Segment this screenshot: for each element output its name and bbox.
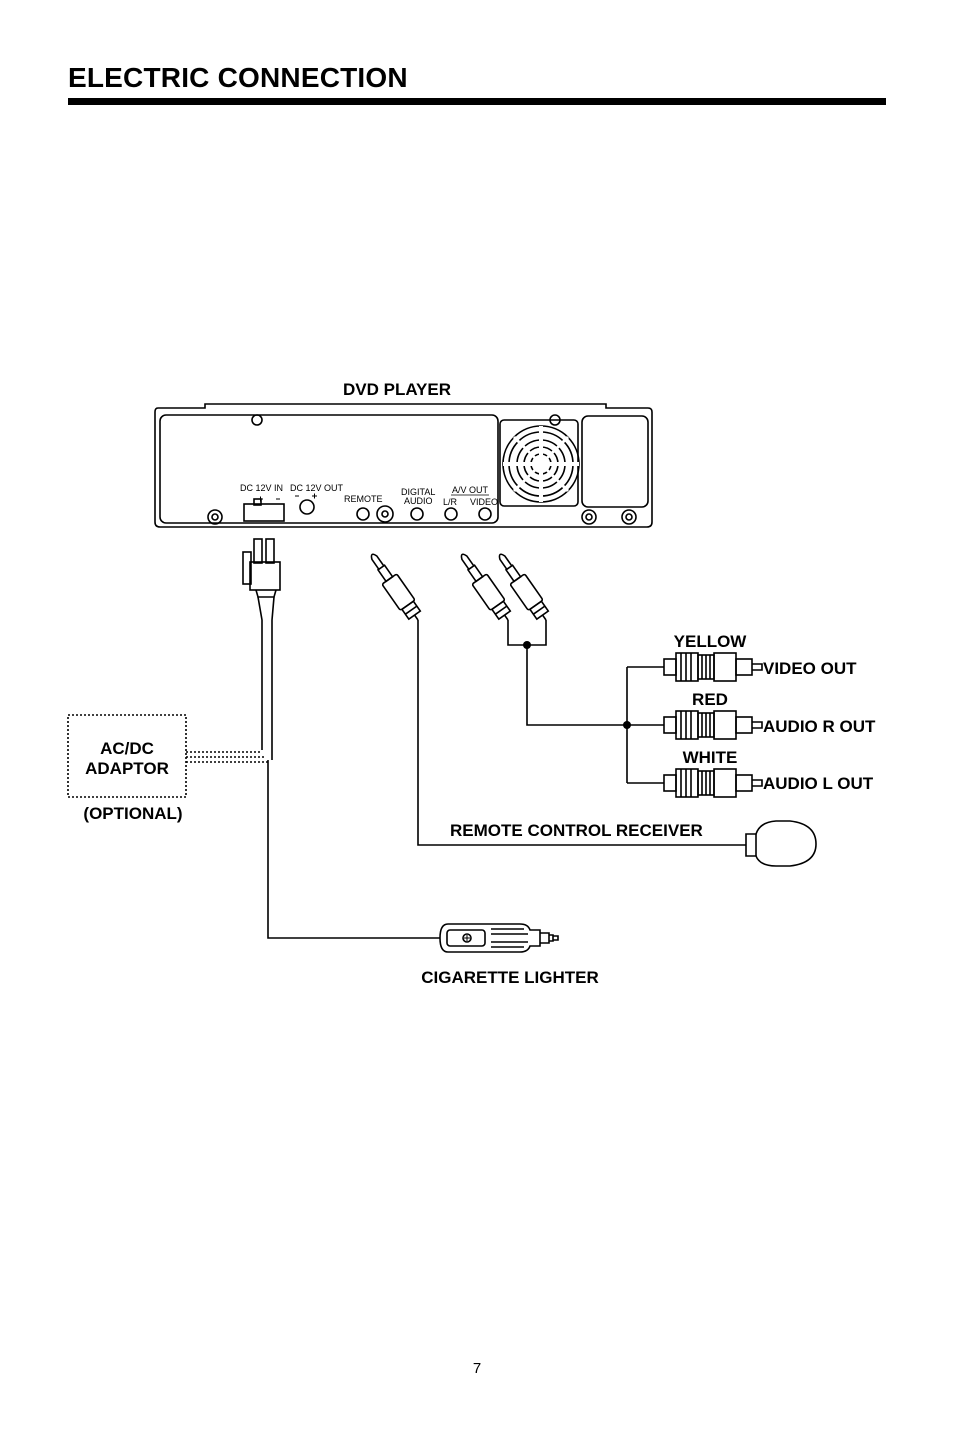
title-rule [68, 98, 886, 105]
av-cable [526, 645, 627, 726]
rca-branches [626, 666, 664, 784]
dc-12v-in-socket [243, 498, 285, 522]
panel-label-audio: AUDIO [404, 496, 433, 506]
label-optional: (OPTIONAL) [83, 804, 182, 823]
dc-12v-out-jack [299, 499, 315, 515]
panel-label-video: VIDEO [470, 497, 498, 507]
cigarette-lighter-cable [267, 760, 440, 939]
digital-audio-jack [410, 507, 424, 521]
power-plug [242, 538, 281, 598]
label-white: WHITE [683, 748, 738, 767]
dvd-player-unit [154, 403, 653, 528]
label-remote-control-receiver: REMOTE CONTROL RECEIVER [450, 821, 703, 840]
av-out-video-jack [478, 507, 492, 521]
label-video-out: VIDEO OUT [763, 659, 857, 678]
panel-label-lr: L/R [443, 497, 458, 507]
label-cigarette-lighter: CIGARETTE LIGHTER [421, 968, 599, 987]
cigarette-lighter-plug-icon [439, 923, 559, 953]
av-plug-right [498, 553, 550, 621]
label-yellow: YELLOW [674, 632, 748, 651]
remote-jack [356, 505, 394, 523]
panel-label-dc-12v-out: DC 12V OUT [290, 483, 344, 493]
remote-plug [370, 553, 422, 621]
rca-plug-yellow [663, 652, 763, 682]
remote-receiver-icon [745, 820, 817, 867]
label-audio-l-out: AUDIO L OUT [763, 774, 874, 793]
label-audio-r-out: AUDIO R OUT [763, 717, 876, 736]
remote-cable [417, 620, 746, 846]
panel-label-av-out: A/V OUT [452, 485, 489, 495]
av-out-lr-jack [444, 507, 458, 521]
panel-label-remote: REMOTE [344, 494, 383, 504]
cooling-fan-icon [499, 419, 580, 507]
label-acdc: AC/DC [100, 739, 154, 758]
acdc-adaptor-cable [186, 751, 270, 763]
page-title: ELECTRIC CONNECTION [68, 62, 408, 93]
av-plug-left [460, 553, 512, 621]
panel-label-dc-12v-in: DC 12V IN [240, 483, 283, 493]
page-number: 7 [472, 1360, 482, 1377]
label-dvd-player: DVD PLAYER [343, 380, 451, 399]
power-cable [257, 596, 275, 760]
rca-plug-red [663, 710, 763, 740]
label-adaptor: ADAPTOR [85, 759, 169, 778]
label-red: RED [692, 690, 728, 709]
panel-label-digital: DIGITAL [401, 487, 435, 497]
rca-plug-white [663, 768, 763, 798]
